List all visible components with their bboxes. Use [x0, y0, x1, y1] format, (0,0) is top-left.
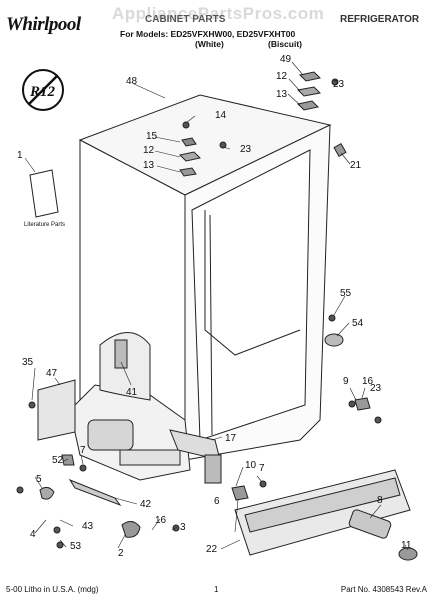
drain-tube — [68, 478, 122, 507]
hinge-part — [178, 151, 202, 162]
callout-11: 11 — [401, 540, 412, 551]
screw — [16, 486, 24, 494]
callout-43: 43 — [82, 521, 94, 532]
category-label: REFRIGERATOR — [340, 14, 420, 25]
condenser — [119, 449, 181, 466]
cabinet-opening — [191, 149, 311, 441]
screw — [172, 524, 180, 532]
footer-left: 5-00 Litho in U.S.A. (mdg) — [6, 585, 99, 594]
hinge-right — [296, 86, 322, 97]
screw — [56, 541, 64, 549]
screw — [348, 400, 356, 408]
top-hinge — [181, 137, 197, 147]
callout-9: 9 — [343, 376, 349, 387]
hinge-cover-right — [298, 71, 322, 82]
callout-23: 23 — [333, 79, 345, 90]
screw — [328, 314, 336, 322]
callout-53: 53 — [70, 541, 82, 552]
clamp — [53, 526, 61, 534]
callout-12: 12 — [276, 71, 288, 82]
cabinet-inner-edge — [204, 210, 301, 356]
callout-41: 41 — [126, 387, 138, 398]
callout-4: 4 — [30, 529, 36, 540]
leveling-bracket — [324, 333, 344, 347]
callout-15: 15 — [146, 131, 158, 142]
callout-55: 55 — [340, 288, 352, 299]
clip-part — [61, 454, 75, 466]
brand-logo: Whirlpool — [6, 14, 81, 35]
hinge-shim-right — [296, 100, 320, 111]
variant-white: (White) — [195, 39, 224, 49]
models-line: For Models: ED25VFXHW00, ED25VFXHT00 — [120, 29, 296, 39]
callout-2: 2 — [118, 548, 124, 559]
callout-6: 6 — [214, 496, 220, 507]
callout-35: 35 — [22, 357, 34, 368]
callout-16: 16 — [362, 376, 374, 387]
toe-grille-slots — [244, 477, 401, 533]
footer-center: 1 — [214, 585, 219, 594]
literature-label: Literature Parts — [24, 222, 65, 228]
screw — [182, 121, 190, 129]
screw — [79, 464, 87, 472]
screw — [331, 78, 339, 86]
footer-right: Part No. 4308543 Rev.A — [340, 585, 427, 594]
compressor — [87, 419, 134, 451]
callout-7: 7 — [259, 463, 265, 474]
callout-21: 21 — [350, 160, 362, 171]
callout-49: 49 — [280, 54, 292, 65]
callout-14: 14 — [215, 110, 227, 121]
r12-badge: R12 — [22, 69, 64, 111]
callout-23: 23 — [370, 383, 382, 394]
hinge-shim — [179, 167, 197, 177]
roller-bracket — [354, 397, 371, 411]
callout-10: 10 — [245, 460, 257, 471]
callout-47: 47 — [46, 368, 58, 379]
screw — [28, 401, 36, 409]
water-filter — [348, 509, 392, 539]
literature-booklet — [29, 169, 59, 218]
callout-12: 12 — [143, 145, 155, 156]
valve-part — [121, 521, 141, 538]
drain-part — [39, 486, 55, 500]
callout-16: 16 — [155, 515, 167, 526]
callout-3: 3 — [180, 522, 186, 533]
mount-bracket — [231, 485, 249, 501]
callout-1: 1 — [17, 150, 23, 161]
watermark: AppliancePartsPros.com — [112, 4, 325, 23]
filter-cap — [398, 547, 418, 561]
callout-48: 48 — [126, 76, 138, 87]
callout-7: 7 — [80, 445, 86, 456]
screw — [374, 416, 382, 424]
callout-13: 13 — [143, 160, 155, 171]
screw — [259, 480, 267, 488]
callout-8: 8 — [377, 495, 383, 506]
callout-54: 54 — [352, 318, 364, 329]
screw — [219, 141, 227, 149]
coil-part — [114, 339, 128, 369]
callout-52: 52 — [52, 455, 64, 466]
callout-5: 5 — [36, 474, 42, 485]
callout-23: 23 — [240, 144, 252, 155]
hinge-pin — [333, 142, 347, 158]
callout-42: 42 — [140, 499, 152, 510]
rear-panel — [37, 379, 76, 441]
callout-22: 22 — [206, 544, 218, 555]
section-title: CABINET PARTS — [145, 14, 226, 25]
callout-13: 13 — [276, 89, 288, 100]
variant-biscuit: (Biscuit) — [268, 39, 302, 49]
duct-connector — [204, 454, 222, 484]
callout-17: 17 — [225, 433, 237, 444]
